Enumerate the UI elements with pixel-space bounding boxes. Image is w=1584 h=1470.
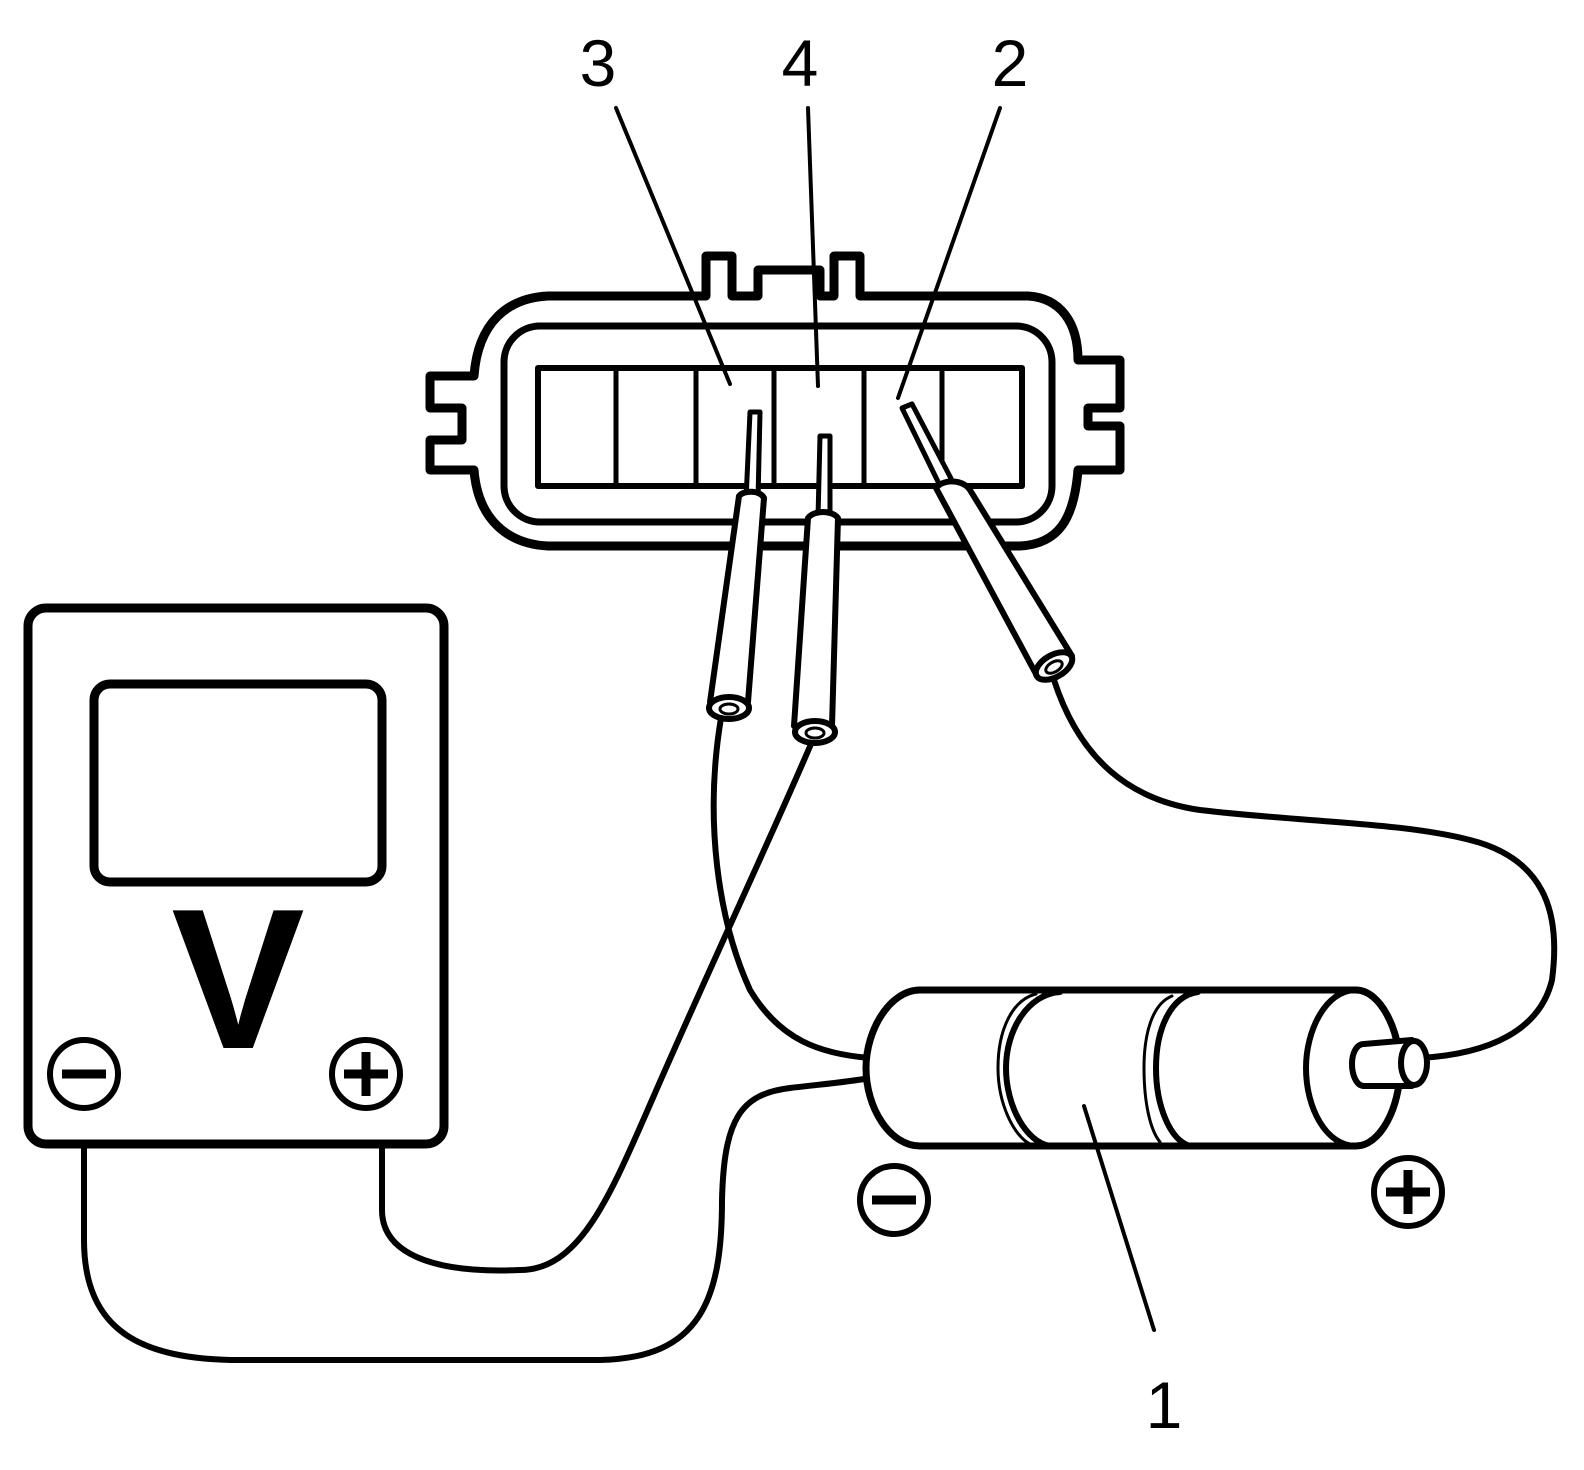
leader-line-1 — [1082, 1104, 1156, 1332]
probe-terminal-4 — [791, 433, 841, 746]
battery-positive-symbol — [1371, 1155, 1445, 1229]
battery — [862, 986, 1430, 1150]
battery-band — [1142, 994, 1174, 1144]
battery-negative-symbol — [857, 1163, 931, 1237]
connector-housing — [425, 251, 1125, 551]
voltmeter-positive-terminal — [329, 1037, 403, 1111]
probe-terminal-2 — [899, 401, 1076, 683]
probe-tip — [792, 718, 838, 746]
plus-circle-icon — [329, 1037, 403, 1111]
leader-line-4 — [806, 106, 820, 388]
probe-tip-hole — [1044, 659, 1064, 675]
connector — [425, 251, 1125, 551]
leader-line-2 — [896, 106, 1002, 400]
wire-terminal4-to-meter-positive — [379, 741, 814, 1274]
voltmeter-display — [89, 679, 387, 887]
battery-end-cap — [1303, 987, 1359, 1149]
voltmeter-letter: V — [171, 868, 304, 1091]
connector-inner-frame — [500, 322, 1056, 526]
callout-1: 1 — [1146, 1368, 1183, 1442]
callout-2: 2 — [992, 26, 1029, 100]
probe-tip — [706, 694, 752, 722]
battery-positive-terminal — [1349, 1037, 1415, 1089]
battery-band — [1003, 989, 1063, 1149]
minus-circle-icon — [857, 1163, 931, 1237]
battery-band — [996, 992, 1038, 1146]
callout-4: 4 — [782, 26, 819, 100]
battery-band — [1153, 989, 1201, 1149]
probe-terminal-3 — [706, 409, 767, 722]
probe-handle — [933, 478, 1075, 677]
minus-circle-icon — [47, 1037, 121, 1111]
probe-tip-hole — [718, 702, 740, 716]
probe-pin — [743, 409, 763, 503]
probe-handle — [791, 509, 841, 729]
leader-line-3 — [614, 106, 732, 386]
wire-meter-negative-to-battery-negative — [81, 1075, 873, 1363]
plus-circle-icon — [1371, 1155, 1445, 1229]
probe-pin — [815, 433, 833, 521]
wire-terminal3-to-battery-negative — [710, 715, 873, 1061]
voltmeter-negative-terminal — [47, 1037, 121, 1111]
battery-positive-terminal-face — [1398, 1038, 1430, 1088]
wire-terminal2-to-battery-positive — [1051, 677, 1558, 1061]
voltmeter: V — [23, 603, 449, 1149]
callout-3: 3 — [580, 26, 617, 100]
probe-tip — [1032, 649, 1076, 683]
probe-handle — [707, 488, 767, 705]
probe-tip-hole — [804, 726, 826, 740]
terminal-cavities — [535, 365, 1025, 489]
